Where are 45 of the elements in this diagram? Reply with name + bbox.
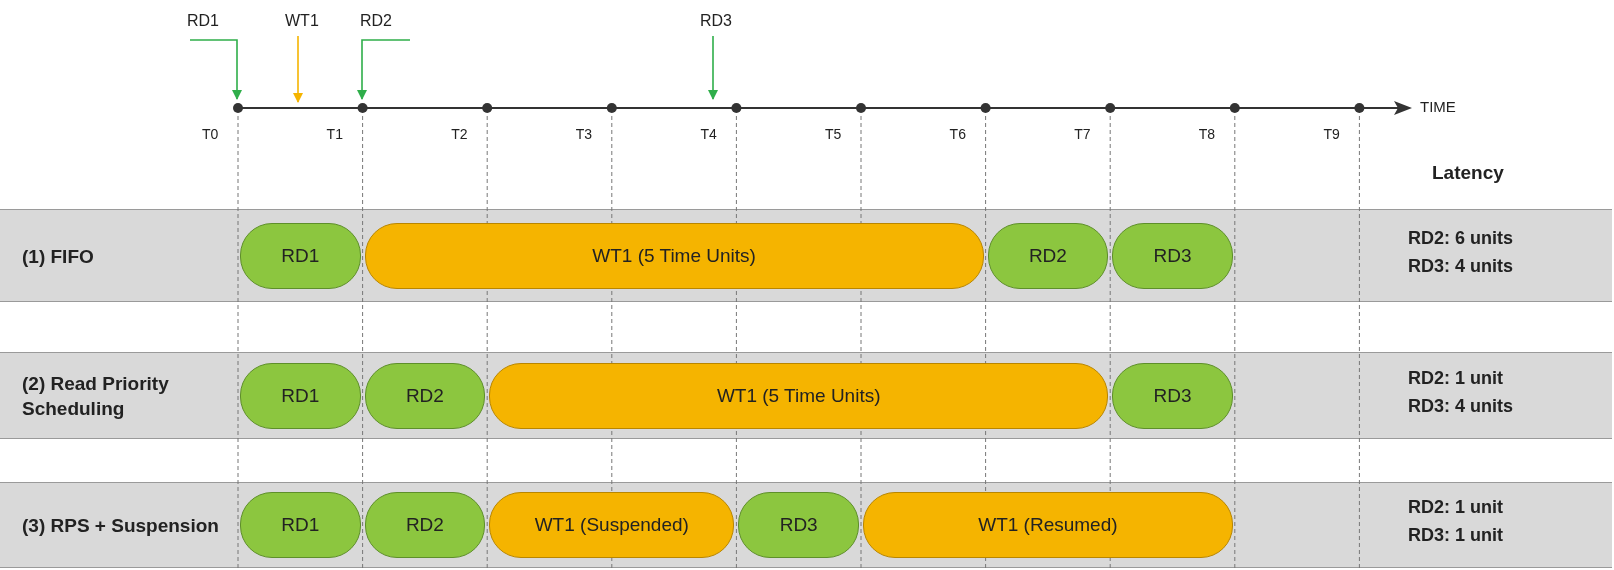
- task-pill: RD3: [738, 492, 859, 558]
- tick-label: T1: [326, 126, 343, 142]
- task-pill: RD3: [1112, 222, 1233, 289]
- task-pill: WT1 (Suspended): [489, 492, 735, 558]
- schedule-band: [0, 209, 1612, 302]
- axis-label: TIME: [1420, 98, 1456, 115]
- latency-value: RD2: 1 unit: [1408, 497, 1503, 518]
- tick-label: T9: [1323, 126, 1340, 142]
- latency-value: RD3: 1 unit: [1408, 525, 1503, 546]
- tick-label: T4: [700, 126, 717, 142]
- latency-value: RD2: 6 units: [1408, 227, 1513, 249]
- request-label: WT1: [285, 12, 319, 30]
- task-pill: WT1 (Resumed): [863, 492, 1233, 558]
- arrival-arrow: [293, 35, 303, 103]
- arrival-arrow: [189, 39, 242, 100]
- task-pill: RD1: [240, 222, 361, 289]
- tick-label: T3: [575, 126, 593, 142]
- scheme-title: (2) Read Priority Scheduling: [22, 371, 170, 421]
- task-pill: RD2: [987, 222, 1109, 289]
- task-pill: WT1 (5 Time Units): [364, 222, 984, 289]
- latency-value: RD2: 1 unit: [1408, 367, 1503, 389]
- task-pill: RD2: [364, 362, 486, 429]
- scheme-title: (1) FIFO: [22, 244, 95, 268]
- task-pill: RD1: [240, 362, 361, 429]
- task-pill: RD3: [1112, 362, 1233, 429]
- tick-label: T7: [1074, 126, 1091, 142]
- task-pill: RD2: [364, 492, 486, 558]
- task-pill: WT1 (5 Time Units): [489, 362, 1109, 429]
- request-label: RD2: [360, 12, 392, 30]
- request-label: RD1: [187, 12, 219, 30]
- arrival-arrow: [708, 35, 718, 100]
- tick-label: T6: [949, 126, 966, 142]
- latency-value: RD3: 4 units: [1408, 395, 1513, 417]
- task-pill: RD1: [240, 492, 361, 558]
- tick-label: T5: [825, 126, 842, 142]
- latency-value: RD3: 4 units: [1408, 255, 1513, 277]
- tick-label: T2: [451, 126, 468, 142]
- schedule-band: [0, 482, 1612, 568]
- tick-label: T0: [202, 126, 219, 142]
- request-label: RD3: [700, 12, 732, 30]
- scheme-title: (3) RPS + Suspension: [22, 513, 220, 538]
- tick-label: T8: [1198, 126, 1216, 142]
- schedule-band: [0, 352, 1612, 439]
- column-heading: Latency: [1432, 162, 1504, 184]
- arrival-arrow: [357, 39, 411, 100]
